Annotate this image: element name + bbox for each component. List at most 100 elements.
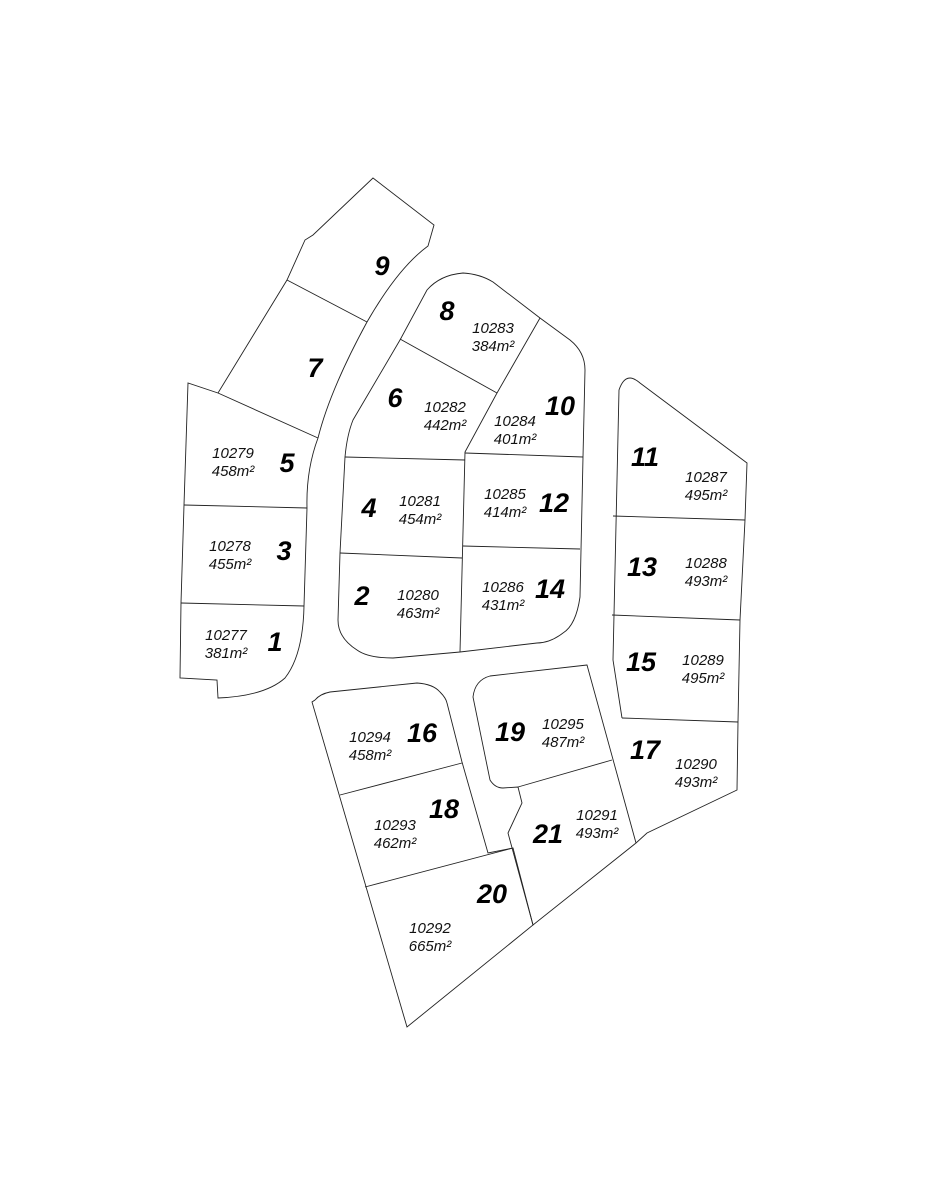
lot-id: 10290	[675, 756, 717, 773]
lot-area: 495m²	[682, 670, 726, 687]
lot-number: 19	[495, 717, 525, 747]
lot-number: 5	[279, 448, 295, 478]
lot-area: 463m²	[397, 605, 441, 622]
lot-id: 10287	[685, 469, 727, 486]
lot-id: 10288	[685, 555, 727, 572]
lot-number: 17	[630, 735, 662, 765]
lot-boundary	[183, 504, 308, 509]
lot-id: 10292	[409, 920, 451, 937]
block-west	[179, 177, 435, 699]
lot-id: 10279	[212, 445, 254, 462]
lot-boundary	[286, 279, 368, 323]
lot-9[interactable]: 9	[374, 251, 389, 281]
lot-id: 10278	[209, 538, 251, 555]
lot-boundary	[611, 614, 741, 621]
lot-area: 493m²	[675, 774, 719, 791]
lot-area: 414m²	[484, 504, 528, 521]
lot-number: 4	[360, 493, 376, 523]
lot-number: 12	[539, 488, 569, 518]
lot-number: 9	[374, 251, 389, 281]
lot-id: 10281	[399, 493, 441, 510]
lot-number: 21	[532, 819, 563, 849]
lot-id: 10284	[494, 413, 536, 430]
lot-boundary	[180, 602, 305, 607]
block-south-outline	[311, 682, 534, 1028]
lot-7[interactable]: 7	[307, 353, 324, 383]
lot-area: 495m²	[685, 487, 729, 504]
lot-number: 3	[276, 536, 291, 566]
lot-id: 10283	[472, 320, 514, 337]
lot-boundary	[612, 515, 746, 521]
lot-area: 458m²	[349, 747, 393, 764]
block-central	[337, 272, 586, 659]
lot-area: 384m²	[472, 338, 516, 355]
lot-area: 381m²	[205, 645, 249, 662]
lot-id: 10295	[542, 716, 584, 733]
lot-id: 10294	[349, 729, 391, 746]
lot-number: 10	[545, 391, 575, 421]
lot-boundary	[459, 317, 541, 653]
lot-area: 487m²	[542, 734, 586, 751]
lot-area: 665m²	[409, 938, 453, 955]
lot-boundary	[217, 392, 319, 439]
lot-number: 8	[439, 296, 454, 326]
lot-area: 462m²	[374, 835, 418, 852]
lot-number: 7	[307, 353, 324, 383]
lot-id: 10282	[424, 399, 466, 416]
lot-area: 493m²	[685, 573, 729, 590]
lot-boundary	[462, 545, 581, 550]
lot-area: 493m²	[576, 825, 620, 842]
lot-number: 14	[535, 574, 565, 604]
lot-area: 401m²	[494, 431, 538, 448]
lot-number: 1	[267, 627, 282, 657]
lot-boundary	[364, 847, 514, 888]
block-south-east-outline	[472, 664, 637, 926]
lot-number: 15	[626, 647, 657, 677]
lot-area: 458m²	[212, 463, 256, 480]
lot-id: 10293	[374, 817, 416, 834]
lot-boundary	[399, 338, 498, 394]
lot-id: 10285	[484, 486, 526, 503]
lot-number: 2	[353, 581, 369, 611]
block-east	[611, 377, 748, 844]
lot-number: 16	[407, 718, 438, 748]
lot-boundary	[621, 717, 739, 723]
lot-number: 18	[429, 794, 459, 824]
lot-area: 454m²	[399, 511, 443, 528]
block-east-outline	[612, 377, 748, 844]
lot-boundary	[339, 552, 463, 559]
lot-number: 20	[476, 879, 507, 909]
block-south-east	[472, 664, 637, 926]
lot-area: 455m²	[209, 556, 253, 573]
lot-number: 6	[387, 383, 403, 413]
lot-boundary	[517, 759, 613, 788]
lot-id: 10291	[576, 807, 618, 824]
lot-id: 10286	[482, 579, 524, 596]
lot-id: 10289	[682, 652, 724, 669]
block-west-outline	[179, 177, 435, 699]
lot-number: 13	[627, 552, 657, 582]
block-south	[311, 682, 534, 1028]
lot-number: 11	[631, 442, 659, 472]
